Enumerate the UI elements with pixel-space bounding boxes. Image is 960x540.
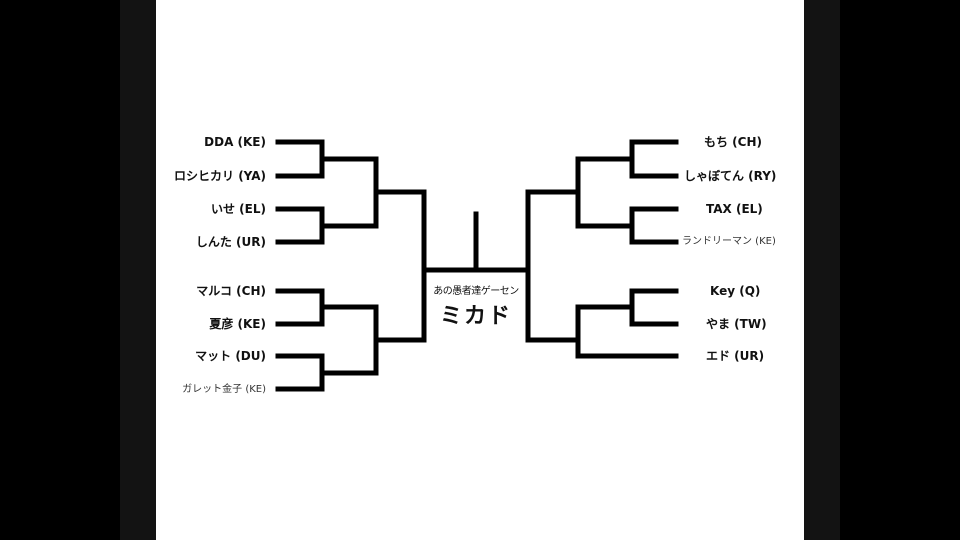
right-r1-match-2 bbox=[575, 206, 679, 245]
right-player-5: Key (Q) bbox=[710, 284, 761, 298]
left-player-8: ガレット金子 (KE) bbox=[182, 384, 266, 395]
logo-title: ミカド bbox=[439, 303, 512, 329]
right-player-6: やま (TW) bbox=[706, 317, 767, 331]
left-semifinal bbox=[421, 189, 479, 343]
left-player-4: しんた (UR) bbox=[195, 235, 266, 249]
left-r1-match-3 bbox=[275, 288, 379, 327]
right-r2-match-2 bbox=[525, 304, 581, 359]
left-letterbox bbox=[120, 0, 156, 540]
right-player-7: エド (UR) bbox=[706, 349, 765, 363]
left-player-1: DDA (KE) bbox=[204, 135, 266, 149]
right-semifinal bbox=[473, 189, 531, 343]
mikado-logo: あの愚者達ゲーセン ミカド bbox=[424, 278, 528, 334]
left-player-3: いせ (EL) bbox=[211, 202, 266, 216]
right-r2-match-1 bbox=[525, 156, 581, 229]
right-player-1: もち (CH) bbox=[704, 135, 762, 149]
left-player-5: マルコ (CH) bbox=[196, 284, 266, 298]
right-player-3: TAX (EL) bbox=[706, 202, 763, 216]
right-player-2: しゃぼてん (RY) bbox=[684, 169, 777, 183]
left-player-7: マット (DU) bbox=[195, 349, 266, 363]
left-r1-match-2 bbox=[275, 206, 379, 245]
left-player-2: ロシヒカリ (YA) bbox=[174, 169, 266, 183]
left-r2-match-2 bbox=[373, 304, 427, 376]
left-r1-match-4 bbox=[275, 353, 379, 392]
left-player-6: 夏彦 (KE) bbox=[209, 317, 266, 331]
right-letterbox bbox=[804, 0, 840, 540]
logo-subtitle: あの愚者達ゲーセン bbox=[433, 286, 519, 297]
left-r2-match-1 bbox=[373, 156, 427, 229]
right-r1-match-3 bbox=[575, 288, 679, 327]
right-player-4: ランドリーマン (KE) bbox=[682, 236, 776, 247]
left-r1-match-1 bbox=[275, 139, 379, 179]
right-r1-match-1 bbox=[575, 139, 679, 179]
